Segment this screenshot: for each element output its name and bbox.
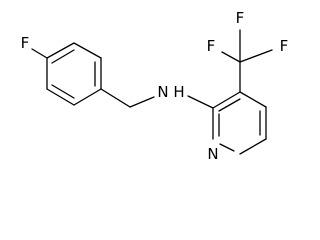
bond bbox=[100, 88, 131, 108]
bond bbox=[239, 91, 267, 108]
bond bbox=[187, 95, 214, 109]
bond bbox=[221, 51, 241, 63]
double-bond-inner bbox=[218, 98, 241, 112]
bond bbox=[212, 91, 241, 109]
amine-hydrogen-label: H bbox=[173, 83, 184, 101]
double-bond-inner bbox=[51, 49, 75, 64]
bond bbox=[219, 143, 235, 152]
bond bbox=[31, 48, 48, 59]
cf3-fluorine-right-label: F bbox=[280, 37, 289, 55]
bond bbox=[73, 42, 102, 59]
bond bbox=[46, 42, 75, 59]
bond bbox=[73, 88, 102, 106]
bond bbox=[129, 96, 155, 108]
pyridine-ring bbox=[212, 91, 267, 155]
double-bond-inner bbox=[51, 84, 75, 99]
fluorine-atom-label: F bbox=[21, 34, 30, 52]
cf3-fluorine-top-label: F bbox=[236, 9, 245, 27]
cf3-fluorine-left-label: F bbox=[207, 37, 216, 55]
bond bbox=[46, 88, 75, 106]
chemical-structure: F N H N F F F bbox=[21, 9, 289, 163]
fluorophenyl-ring bbox=[46, 42, 102, 106]
bond bbox=[239, 49, 273, 63]
bond bbox=[239, 138, 267, 155]
pyridine-nitrogen-label: N bbox=[207, 145, 218, 163]
amine-nitrogen-label: N bbox=[157, 83, 168, 101]
